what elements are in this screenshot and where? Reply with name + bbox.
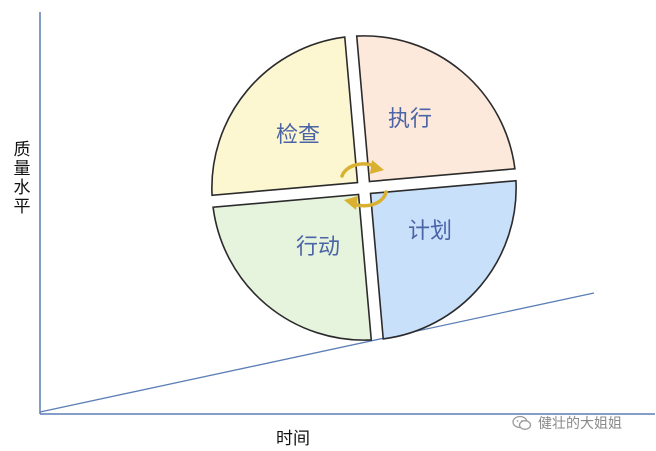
label-act: 行动	[296, 235, 340, 260]
label-do: 执行	[388, 107, 432, 132]
quadrant-check	[211, 36, 359, 197]
label-plan: 计划	[408, 219, 452, 244]
x-axis-label: 时间	[276, 429, 310, 449]
y-axis-label-text: 质量水平	[9, 140, 30, 216]
watermark-text: 健壮的大姐姐	[538, 416, 622, 432]
pdca-wheel	[211, 35, 517, 341]
cycle-arrowhead-bottom	[344, 196, 358, 210]
watermark: 健壮的大姐姐	[512, 413, 622, 433]
cycle-arrowhead-top	[370, 160, 384, 174]
quadrant-plan	[369, 179, 517, 340]
ramp-line	[39, 292, 595, 413]
quadrant-act	[212, 193, 373, 341]
wechat-icon	[512, 415, 532, 431]
label-check: 检查	[276, 123, 320, 148]
quadrant-do	[355, 35, 516, 183]
y-axis-label: 质量水平	[8, 140, 30, 216]
